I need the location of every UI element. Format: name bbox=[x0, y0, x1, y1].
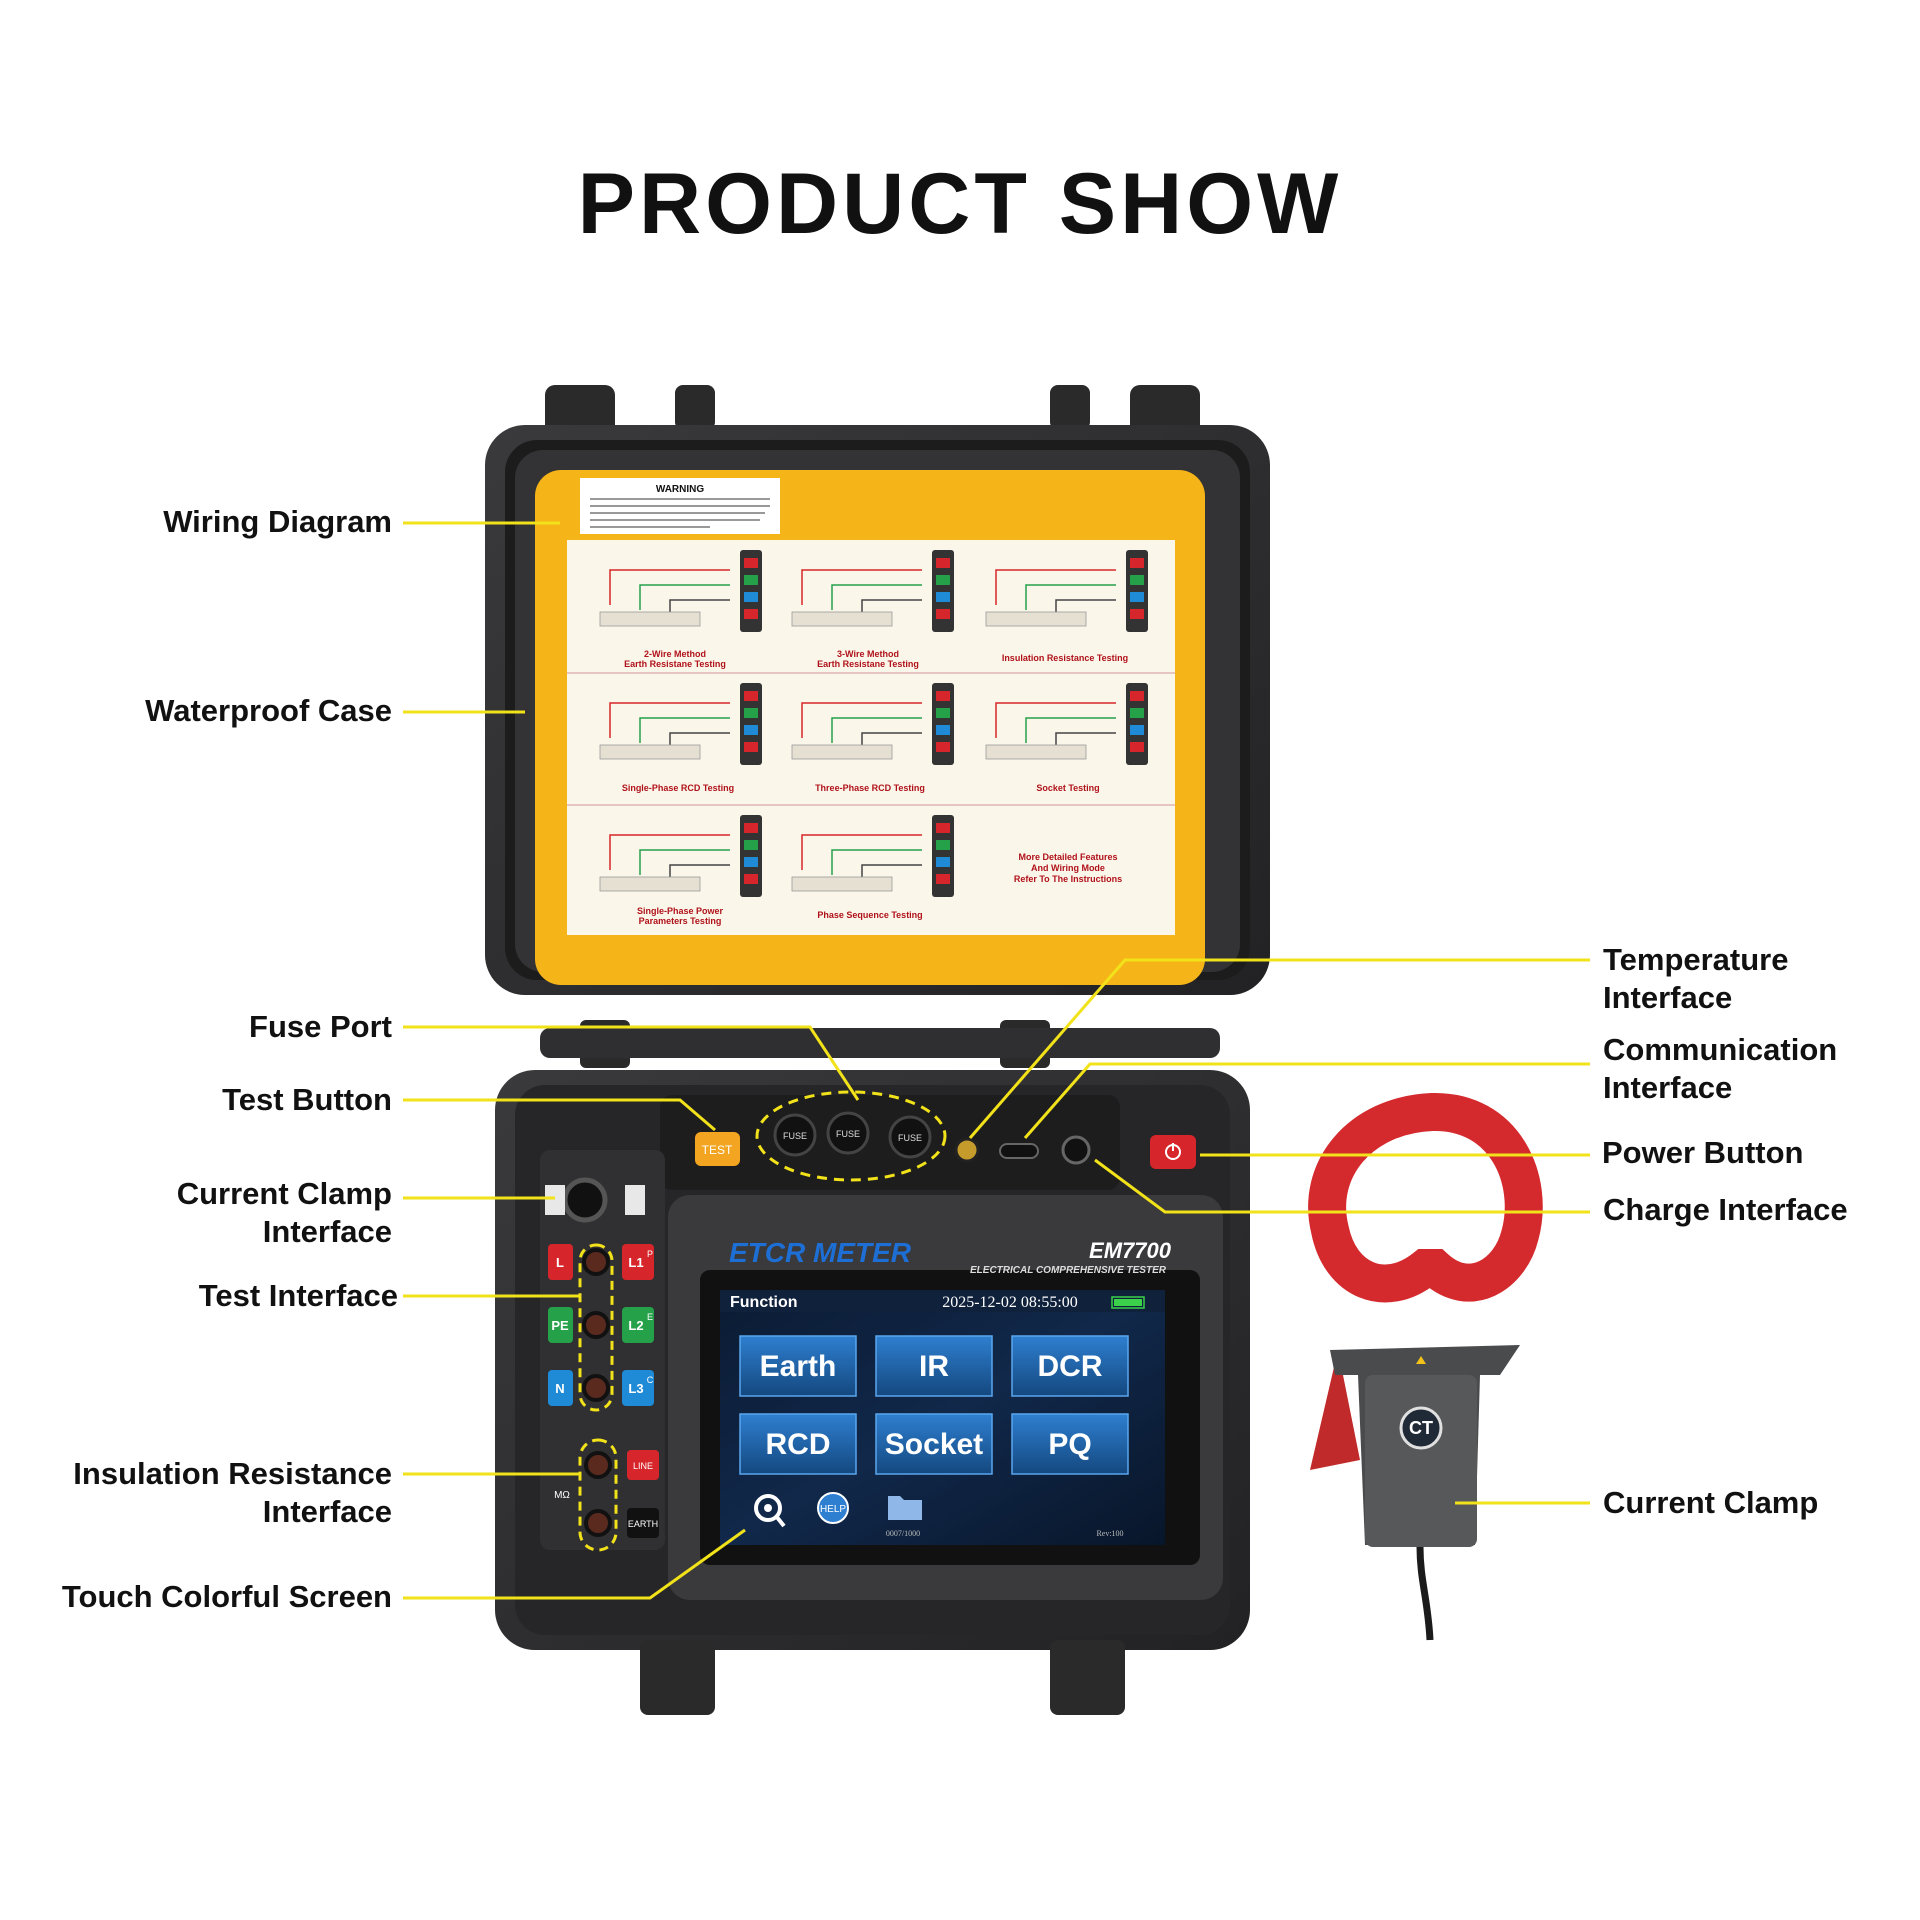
tile-label: PQ bbox=[1048, 1428, 1091, 1461]
callout-test-button: Test Button bbox=[222, 1082, 392, 1117]
file-count: 0007/1000 bbox=[886, 1529, 920, 1538]
fuse-label: FUSE bbox=[783, 1131, 807, 1141]
port-label-right: L1 bbox=[628, 1255, 643, 1270]
port-label-left: L bbox=[556, 1255, 564, 1270]
callout-insulation-resistance-interface: Insulation Resistance Interface bbox=[73, 1456, 392, 1529]
tile-label: Socket bbox=[885, 1428, 983, 1461]
callout-fuse-port: Fuse Port bbox=[249, 1009, 392, 1044]
ir-port-line: LINE bbox=[633, 1461, 653, 1471]
port-tag: E bbox=[647, 1312, 653, 1322]
model-subtitle: ELECTRICAL COMPREHENSIVE TESTER bbox=[970, 1265, 1167, 1276]
callout-current-clamp-interface: Current Clamp Interface bbox=[176, 1176, 392, 1249]
callout-communication-interface: Communication Interface bbox=[1603, 1032, 1838, 1105]
diagram-caption: Insulation Resistance Testing bbox=[1002, 653, 1128, 663]
help-button[interactable]: HELP bbox=[817, 1492, 849, 1524]
diagram-caption: Phase Sequence Testing bbox=[817, 910, 922, 920]
tile-socket[interactable]: Socket bbox=[875, 1413, 993, 1475]
folder-icon[interactable] bbox=[888, 1496, 922, 1520]
port-label-right: L3 bbox=[628, 1381, 643, 1396]
charge-port[interactable] bbox=[1061, 1135, 1091, 1165]
settings-icon[interactable] bbox=[754, 1494, 786, 1528]
callout-test-interface: Test Interface bbox=[198, 1278, 398, 1313]
diagram-caption: 3-Wire Method bbox=[837, 649, 899, 659]
help-label: HELP bbox=[820, 1504, 846, 1515]
callout-current-clamp: Current Clamp bbox=[1603, 1485, 1819, 1520]
tile-rcd[interactable]: RCD bbox=[739, 1413, 857, 1475]
wiring-diagram-card: WARNING 2-Wire Method Earth Resistane Te… bbox=[535, 470, 1205, 985]
port-label-left: N bbox=[555, 1381, 564, 1396]
callout-charge-interface: Charge Interface bbox=[1603, 1192, 1848, 1227]
power-button[interactable] bbox=[1150, 1135, 1196, 1169]
port-tag: P bbox=[647, 1249, 653, 1259]
tile-pq[interactable]: PQ bbox=[1011, 1413, 1129, 1475]
diagram-caption: Refer To The Instructions bbox=[1014, 874, 1122, 884]
diagram-caption: Socket Testing bbox=[1036, 783, 1099, 793]
callout-power-button: Power Button bbox=[1602, 1135, 1804, 1170]
callout-wiring-diagram: Wiring Diagram bbox=[163, 504, 392, 539]
diagram-caption: And Wiring Mode bbox=[1031, 863, 1105, 873]
warning-title: WARNING bbox=[656, 484, 705, 495]
temperature-port[interactable] bbox=[954, 1137, 980, 1163]
current-clamp: CT bbox=[1308, 1093, 1543, 1641]
diagram-caption: 2-Wire Method bbox=[644, 649, 706, 659]
diagram-caption: Single-Phase RCD Testing bbox=[622, 783, 734, 793]
fuse-label: FUSE bbox=[898, 1133, 922, 1143]
fuse-ports[interactable]: FUSE FUSE FUSE bbox=[755, 1090, 947, 1182]
current-clamp-socket[interactable] bbox=[562, 1177, 608, 1223]
diagram-caption: Parameters Testing bbox=[639, 916, 722, 926]
callout-touch-colorful-screen: Touch Colorful Screen bbox=[61, 1579, 392, 1614]
port-label-left: PE bbox=[551, 1318, 569, 1333]
brand-logo: ETCR METER bbox=[729, 1237, 912, 1268]
diagram-caption: Three-Phase RCD Testing bbox=[815, 783, 925, 793]
diagram-caption: More Detailed Features bbox=[1018, 852, 1117, 862]
callout-leaders bbox=[403, 521, 1590, 1600]
test-button[interactable]: TEST bbox=[695, 1132, 740, 1166]
fuse-label: FUSE bbox=[836, 1129, 860, 1139]
ir-port-earth: EARTH bbox=[628, 1519, 658, 1529]
tile-label: DCR bbox=[1038, 1350, 1103, 1383]
tile-label: IR bbox=[919, 1350, 949, 1383]
screen-header-title: Function bbox=[730, 1294, 798, 1311]
tile-ir[interactable]: IR bbox=[875, 1335, 993, 1397]
tile-label: RCD bbox=[766, 1428, 831, 1461]
tile-earth[interactable]: Earth bbox=[739, 1335, 857, 1397]
tile-label: Earth bbox=[760, 1350, 837, 1383]
port-tag: C bbox=[647, 1375, 654, 1385]
tile-dcr[interactable]: DCR bbox=[1011, 1335, 1129, 1397]
ir-unit: MΩ bbox=[554, 1490, 570, 1501]
rev-label: Rev:100 bbox=[1096, 1529, 1123, 1538]
callout-temperature-interface: Temperature Interface bbox=[1603, 942, 1789, 1015]
screen-datetime: 2025-12-02 08:55:00 bbox=[942, 1294, 1078, 1311]
test-interface[interactable]: L L1 P PE L2 E N L3 C bbox=[548, 1244, 654, 1406]
clamp-ct-label: CT bbox=[1409, 1418, 1433, 1438]
test-button-label: TEST bbox=[702, 1143, 733, 1157]
port-label-right: L2 bbox=[628, 1318, 643, 1333]
page-title: PRODUCT SHOW bbox=[577, 156, 1343, 252]
diagram-caption: Single-Phase Power bbox=[637, 906, 724, 916]
usb-c-port[interactable] bbox=[999, 1143, 1039, 1159]
diagram-caption: Earth Resistane Testing bbox=[817, 659, 919, 669]
callout-waterproof-case: Waterproof Case bbox=[145, 693, 392, 728]
wiring-diagram-art bbox=[599, 550, 1148, 897]
battery-icon bbox=[1111, 1296, 1145, 1309]
insulation-resistance-interface[interactable]: LINE EARTH MΩ bbox=[554, 1438, 659, 1552]
diagram-caption: Earth Resistane Testing bbox=[624, 659, 726, 669]
model-name: EM7700 bbox=[1089, 1238, 1172, 1263]
touch-screen[interactable]: Function 2025-12-02 08:55:00 Earth IR DCR R… bbox=[720, 1290, 1165, 1545]
